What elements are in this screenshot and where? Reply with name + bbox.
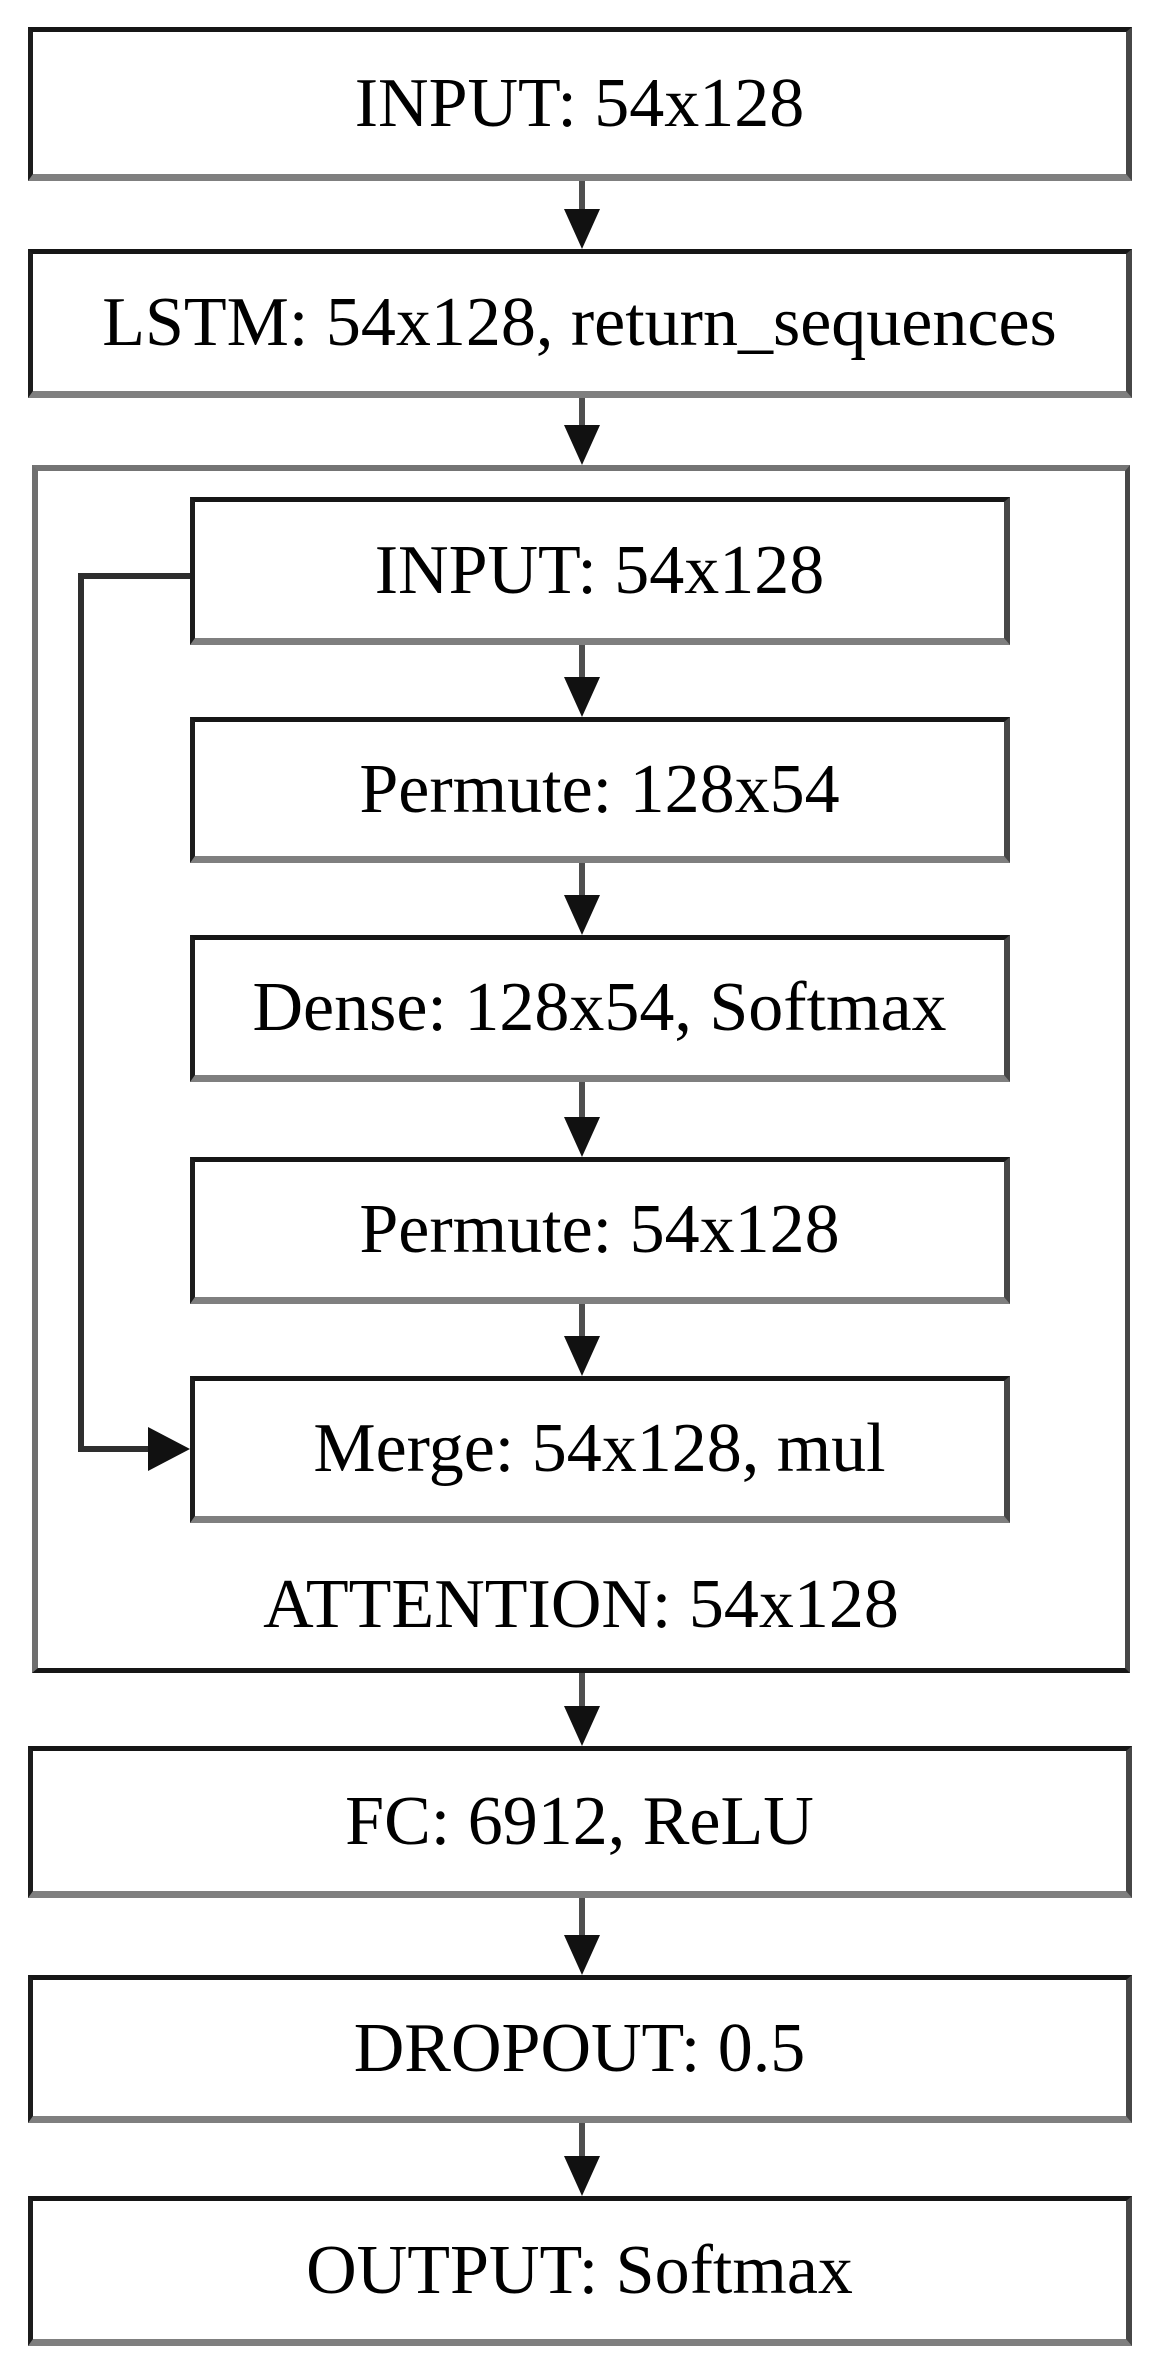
arrow-head-icon <box>564 1117 600 1157</box>
node-permute2: Permute: 54x128 <box>190 1157 1010 1304</box>
arrow-attention-to-fc <box>564 1673 600 1746</box>
arrow-head-icon <box>564 1706 600 1746</box>
node-output-label: OUTPUT: Softmax <box>306 2231 853 2309</box>
arrow-input-to-lstm <box>564 181 600 249</box>
skip-connection-top-segment <box>78 573 190 579</box>
node-output: OUTPUT: Softmax <box>28 2196 1132 2346</box>
arrow-shaft <box>579 1304 585 1342</box>
arrow-head-icon <box>564 677 600 717</box>
skip-connection-arrow-head-icon <box>148 1427 190 1471</box>
arrow-fc-to-dropout <box>564 1898 600 1975</box>
arrow-head-icon <box>564 209 600 249</box>
node-input: INPUT: 54x128 <box>28 27 1132 181</box>
arrow-permute1-to-dense <box>564 863 600 935</box>
arrow-shaft <box>579 398 585 431</box>
arrow-lstm-to-attention <box>564 398 600 465</box>
arrow-head-icon <box>564 2156 600 2196</box>
skip-connection-vertical-segment <box>78 573 84 1452</box>
node-dropout-label: DROPOUT: 0.5 <box>353 2009 806 2087</box>
arrow-shaft <box>579 1673 585 1712</box>
node-dense: Dense: 128x54, Softmax <box>190 935 1010 1082</box>
node-merge: Merge: 54x128, mul <box>190 1376 1010 1523</box>
attention-block-caption-label: ATTENTION: 54x128 <box>263 1565 899 1643</box>
arrow-head-icon <box>564 895 600 935</box>
node-fc: FC: 6912, ReLU <box>28 1746 1132 1898</box>
arrow-head-icon <box>564 1935 600 1975</box>
attention-block-caption: ATTENTION: 54x128 <box>32 1552 1130 1657</box>
node-attention-input: INPUT: 54x128 <box>190 497 1010 645</box>
node-permute1-label: Permute: 128x54 <box>359 750 840 828</box>
arrow-head-icon <box>564 1336 600 1376</box>
arrow-attention-input-to-permute1 <box>564 645 600 717</box>
arrow-shaft <box>579 2123 585 2162</box>
node-lstm: LSTM: 54x128, return_sequences <box>28 249 1132 398</box>
arrow-shaft <box>579 1082 585 1123</box>
node-dropout: DROPOUT: 0.5 <box>28 1975 1132 2123</box>
arrow-dropout-to-output <box>564 2123 600 2196</box>
node-fc-label: FC: 6912, ReLU <box>345 1782 814 1860</box>
arrow-head-icon <box>564 425 600 465</box>
arrow-shaft <box>579 181 585 215</box>
node-permute2-label: Permute: 54x128 <box>359 1191 840 1268</box>
node-input-label: INPUT: 54x128 <box>354 64 805 142</box>
arrow-shaft <box>579 645 585 683</box>
node-lstm-label: LSTM: 54x128, return_sequences <box>102 284 1057 361</box>
arrow-dense-to-permute2 <box>564 1082 600 1157</box>
arrow-permute2-to-merge <box>564 1304 600 1376</box>
node-permute1: Permute: 128x54 <box>190 717 1010 863</box>
node-dense-label: Dense: 128x54, Softmax <box>252 969 947 1046</box>
skip-connection-bottom-segment <box>78 1446 152 1452</box>
node-attention-block <box>32 465 1130 1673</box>
arrow-shaft <box>579 863 585 901</box>
node-attention-input-label: INPUT: 54x128 <box>374 531 825 609</box>
node-merge-label: Merge: 54x128, mul <box>313 1410 886 1487</box>
arrow-shaft <box>579 1898 585 1941</box>
